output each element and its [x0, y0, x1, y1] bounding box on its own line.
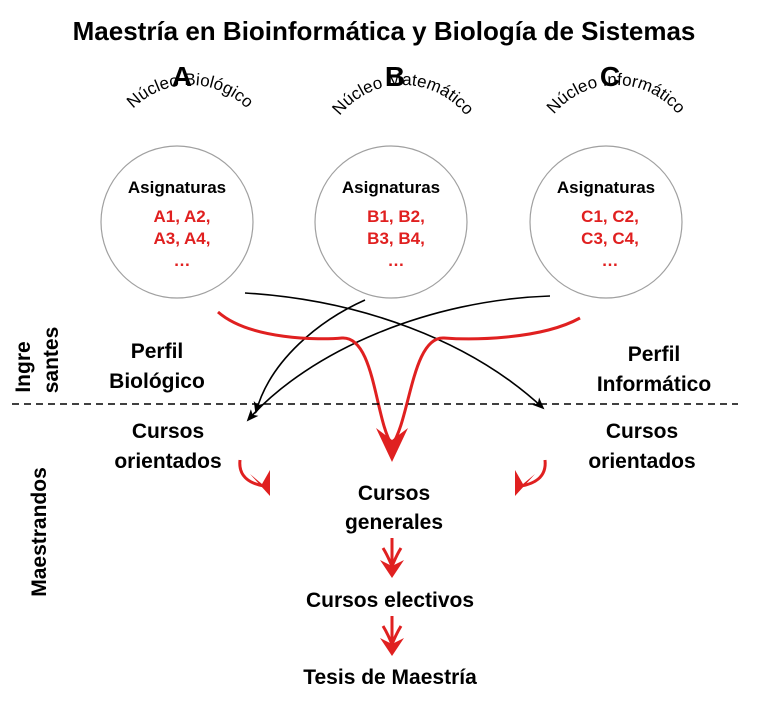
red-funnel-curve	[217, 310, 581, 448]
nucleo-letter-c: C	[600, 61, 620, 92]
subjects-c-line1: C1, C2,	[581, 207, 639, 226]
tesis-de-maestria: Tesis de Maestría	[303, 666, 477, 689]
red-down-arrow-2-head	[380, 638, 404, 656]
subjects-b-line3: …	[388, 251, 405, 270]
red-arrow-right	[520, 459, 547, 488]
red-arrow-left	[238, 459, 265, 488]
perfil-biologico-line2: Biológico	[109, 370, 205, 393]
red-funnel-arrowhead	[376, 428, 408, 462]
nucleo-arc-label-b: Núcleo Matemático	[328, 70, 477, 119]
subjects-b-line2: B3, B4,	[367, 229, 425, 248]
cursos-orientados-left-line2: orientados	[114, 450, 221, 473]
red-down-arrow-1-head	[380, 560, 404, 578]
nucleo-circle-b	[314, 145, 468, 299]
red-arrow-left-head	[250, 470, 270, 496]
nucleo-circle-a	[100, 145, 254, 299]
side-label-ingre: Ingre	[12, 341, 35, 392]
subjects-b-line1: B1, B2,	[367, 207, 425, 226]
subjects-a-line1: A1, A2,	[153, 207, 210, 226]
nucleo-circle-c	[529, 145, 683, 299]
asignaturas-heading-c: Asignaturas	[557, 178, 655, 197]
nucleo-arc-label-c: Núcleo Informático	[543, 70, 689, 117]
cursos-generales-line2: generales	[345, 511, 443, 534]
red-arrow-right-head	[515, 470, 535, 496]
arrow-informatico-to-left	[246, 295, 551, 422]
side-label-maestrandos: Maestrandos	[28, 467, 51, 597]
nucleo-letter-a: A	[172, 61, 192, 92]
side-label-santes: santes	[40, 327, 63, 394]
asignaturas-heading-a: Asignaturas	[128, 178, 226, 197]
subjects-a-line3: …	[174, 251, 191, 270]
perfil-biologico-line1: Perfil	[131, 340, 184, 363]
perfil-informatico-line2: Informático	[597, 373, 711, 396]
asignaturas-heading-b: Asignaturas	[342, 178, 440, 197]
cursos-electivos: Cursos electivos	[306, 589, 474, 612]
subjects-c-line2: C3, C4,	[581, 229, 639, 248]
subjects-c-line3: …	[602, 251, 619, 270]
cursos-generales-line1: Cursos	[358, 482, 430, 505]
page-title: Maestría en Bioinformática y Biología de…	[73, 16, 696, 46]
cursos-orientados-left-line1: Cursos	[132, 420, 204, 443]
subjects-a-line2: A3, A4,	[153, 229, 210, 248]
nucleo-letter-b: B	[385, 61, 405, 92]
arrow-matematico-to-left	[253, 299, 366, 414]
cursos-orientados-right-line1: Cursos	[606, 420, 678, 443]
cursos-orientados-right-line2: orientados	[588, 450, 695, 473]
arrow-biologico-to-right	[244, 292, 545, 410]
perfil-informatico-line1: Perfil	[628, 343, 681, 366]
